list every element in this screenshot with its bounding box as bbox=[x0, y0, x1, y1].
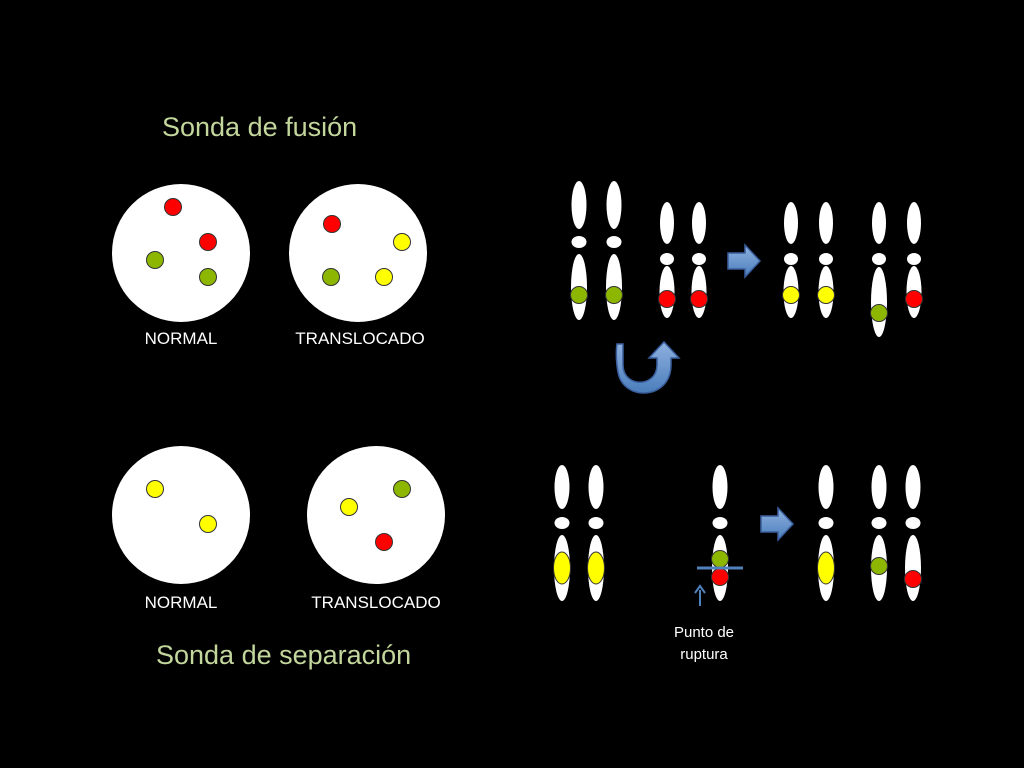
green-signal bbox=[393, 480, 411, 498]
chromosome bbox=[570, 181, 588, 320]
arrow-right-icon bbox=[727, 243, 762, 279]
chromosome bbox=[782, 202, 800, 318]
fusion-normal-nucleus bbox=[112, 184, 250, 322]
chromosome bbox=[587, 465, 605, 601]
fusion-chromosomes-after bbox=[782, 202, 923, 337]
fusion-normal-label: NORMAL bbox=[144, 329, 218, 348]
arrow-right-icon bbox=[760, 506, 795, 542]
red-signal bbox=[375, 533, 393, 551]
separation-chromosomes-before bbox=[553, 465, 605, 601]
yellow-signal bbox=[393, 233, 411, 251]
separation-translocated-label: TRANSLOCADO bbox=[311, 593, 441, 612]
green-signal bbox=[146, 251, 164, 269]
fusion-chromosomes-before bbox=[570, 181, 708, 320]
breakpoint-up-arrow-icon bbox=[694, 584, 706, 606]
red-signal bbox=[323, 215, 341, 233]
separation-normal-nucleus bbox=[112, 446, 250, 584]
chromosome bbox=[870, 202, 888, 337]
green-signal bbox=[322, 268, 340, 286]
separation-probe-title: Sonda de separación bbox=[156, 640, 412, 670]
chromosome bbox=[870, 465, 888, 601]
chromosome bbox=[904, 465, 922, 601]
red-signal bbox=[164, 198, 182, 216]
yellow-signal bbox=[375, 268, 393, 286]
separation-translocated-nucleus bbox=[307, 446, 445, 584]
fusion-probe-title: Sonda de fusión bbox=[162, 112, 358, 142]
fusion-translocated-label: TRANSLOCADO bbox=[295, 329, 425, 348]
fusion-translocated-nucleus bbox=[289, 184, 427, 322]
chromosome bbox=[690, 202, 708, 318]
curved-u-arrow-icon bbox=[615, 340, 681, 394]
separation-chromosomes-after bbox=[817, 465, 922, 601]
yellow-signal bbox=[146, 480, 164, 498]
green-signal bbox=[199, 268, 217, 286]
separation-normal-label: NORMAL bbox=[144, 593, 218, 612]
chromosome bbox=[905, 202, 923, 318]
chromosome bbox=[605, 181, 623, 320]
red-signal bbox=[199, 233, 217, 251]
yellow-signal bbox=[199, 515, 217, 533]
breakpoint-label-line1: Punto de bbox=[673, 624, 735, 641]
chromosome bbox=[553, 465, 571, 601]
yellow-signal bbox=[340, 498, 358, 516]
chromosome bbox=[658, 202, 676, 318]
breakpoint-chromosome bbox=[697, 465, 743, 601]
chromosome bbox=[817, 465, 835, 601]
chromosome bbox=[817, 202, 835, 318]
breakpoint-label: Punto de ruptura bbox=[674, 622, 734, 666]
breakpoint-label-line2: ruptura bbox=[680, 646, 728, 663]
